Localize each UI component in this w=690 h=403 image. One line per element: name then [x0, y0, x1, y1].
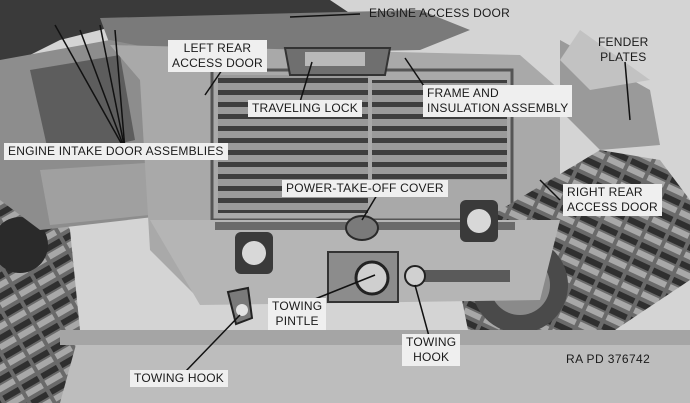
left-drive-sprocket [0, 217, 48, 273]
label-towing-hook-center: TOWING HOOK [402, 334, 461, 366]
power-take-off-cover-shape [345, 215, 379, 241]
label-engine-intake-door-assemblies: ENGINE INTAKE DOOR ASSEMBLIES [4, 143, 228, 160]
label-power-take-off-cover: POWER-TAKE-OFF COVER [282, 180, 448, 197]
label-traveling-lock: TRAVELING LOCK [248, 100, 362, 117]
label-towing-pintle: TOWING PINTLE [268, 298, 327, 330]
drive-shaft [410, 270, 510, 282]
reference-number: RA PD 376742 [566, 352, 651, 366]
label-towing-hook-left: TOWING HOOK [130, 370, 228, 387]
leader-lines [54, 13, 631, 373]
right-towing-hook-shape [404, 265, 426, 287]
label-left-rear-access-door: LEFT REAR ACCESS DOOR [168, 40, 267, 72]
label-engine-access-door: ENGINE ACCESS DOOR [369, 6, 510, 20]
label-frame-insulation-assembly: FRAME AND INSULATION ASSEMBLY [423, 85, 573, 117]
label-right-rear-access-door: RIGHT REAR ACCESS DOOR [563, 184, 662, 216]
label-fender-plates: FENDER PLATES [598, 35, 649, 64]
